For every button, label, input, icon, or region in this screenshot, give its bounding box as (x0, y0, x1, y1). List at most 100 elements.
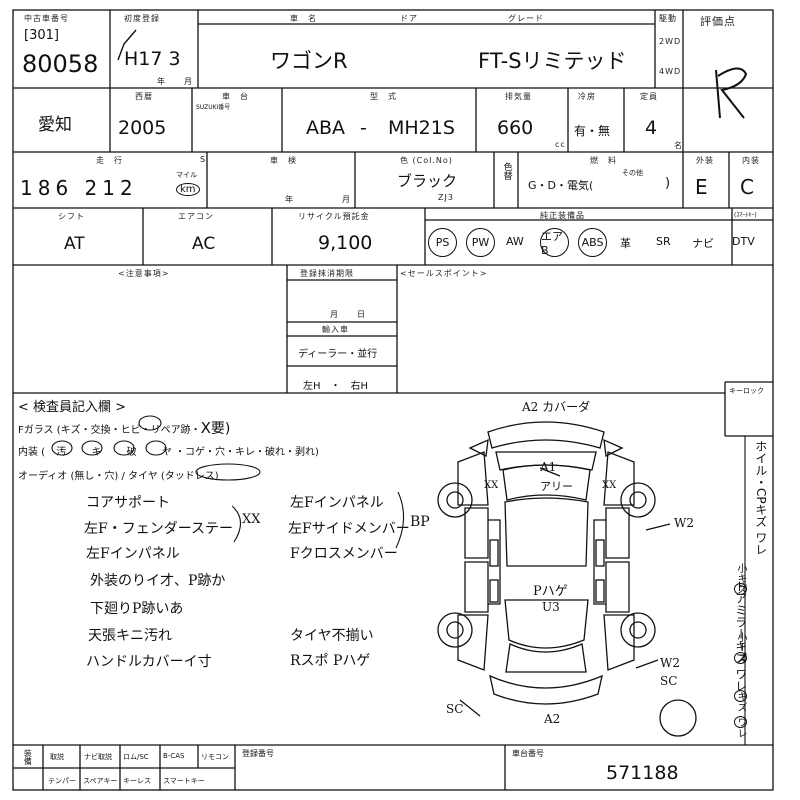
interior-item-2: キ (91, 447, 102, 458)
note-left-1: コアサポート (86, 495, 170, 511)
period-md: 月 日 (330, 310, 366, 319)
inspector-section-label: < 検査員記入欄 > (18, 400, 127, 415)
note-left-4: 外装のりイ才、P跡か (90, 573, 226, 589)
import-handle: 左H ・ 右H (303, 381, 369, 392)
sales-point-label: <セールスポイント> (400, 269, 488, 278)
drive-2wd: 2WD (659, 37, 682, 46)
register-label: 登録番号 (242, 749, 274, 758)
footer-bottom-4: スマートキー (163, 777, 205, 785)
car-diagram (437, 421, 697, 737)
equipment-item: ABS (578, 228, 607, 257)
capacity-unit: 名 (674, 141, 683, 150)
diagram-center-note-1: Pハゲ (533, 584, 568, 599)
ac-options: 有・無 (574, 124, 611, 138)
audio-circled: タッドレス (164, 471, 215, 482)
right-small-3-text: ズ (735, 702, 746, 712)
import-label: 輸入車 (322, 325, 349, 334)
score-label: 評価点 (700, 15, 736, 28)
footer-bottom-1: テンパー (48, 777, 76, 785)
exterior-label: 外装 (696, 156, 714, 165)
right-small-1-circled: ズ (734, 583, 747, 595)
type-code: MH21S (388, 117, 455, 139)
diagram-left-xx: XX (484, 480, 499, 491)
right-small-3-circled: キ (734, 690, 747, 702)
glass-rest: ・ヒビ・リペア跡・ (110, 425, 201, 436)
audio-line-label: オーディオ (無し・穴) / タイヤ ( (18, 471, 165, 482)
equipment-item: 革 (620, 237, 631, 250)
inspection-month-unit: 月 (342, 195, 351, 204)
diagram-center-note-2: U3 (542, 600, 560, 614)
type-label: 型 式 (370, 92, 397, 101)
note-left-5: 下廻りP跡いあ (90, 601, 184, 617)
note-bottom-2: Rスポ Pハゲ (290, 653, 371, 669)
diagram-roof-note-1: A1 (540, 460, 557, 474)
interior-item-4: ヤ (161, 447, 172, 458)
right-col-2: ドアミラーキズ ワレ (733, 580, 748, 692)
aircon-value: AC (192, 234, 216, 254)
exterior-value: E (695, 175, 708, 199)
diagram-right-note: W2 (674, 516, 694, 530)
model-value: ワゴンR (270, 49, 348, 73)
note-mid-3: Fクロスメンバー (290, 546, 398, 562)
cc-label: 排気量 (505, 92, 532, 101)
drive-label: 駆動 (659, 14, 677, 23)
note-mid-2: 左Fサイドメンバー (288, 521, 410, 537)
fuel-options: G・D・電気( (528, 179, 594, 192)
footer-top-2: ナビ取説 (84, 753, 112, 761)
interior-item-1: 汚 (56, 447, 67, 458)
glass-line: Fガラス (キズ・交換・ヒビ・リペア跡・X要) (18, 418, 230, 438)
import-dealer: ディーラー・並行 (298, 349, 378, 360)
interior-label: 内装 (742, 156, 760, 165)
equipment-item: エアB (540, 228, 569, 257)
fuel-close: ) (665, 176, 671, 191)
note-left-7: ハンドルカバーイ寸 (86, 654, 212, 670)
chassis-label: 車 台 (222, 92, 249, 101)
type-prefix: ABA (306, 117, 346, 139)
equipment-item: PW (466, 228, 495, 257)
equipment-item: ナビ (692, 237, 714, 250)
chassis-sub: SUZUKI番号 (196, 104, 231, 111)
footer-top-4: B-CAS (163, 752, 185, 760)
equipment-item: PS (428, 228, 457, 257)
area-value: 愛知 (38, 115, 72, 135)
capacity-value: 4 (645, 117, 658, 139)
recycle-label: リサイクル預託金 (298, 212, 370, 221)
color-code: ZJ3 (438, 193, 454, 202)
equipment-item: AW (506, 235, 524, 248)
diagram-left-low-note: SC (446, 702, 464, 716)
right-small-1-text: 小キ (735, 563, 746, 583)
right-small-4-text: レ (735, 728, 746, 738)
footer-top-1: 取説 (50, 753, 64, 761)
right-small-2: 小ーズ (733, 632, 747, 664)
note-left-3: 左Fインパネル (86, 546, 180, 562)
fuel-label: 燃 料 (590, 156, 617, 165)
aircon-label: エアコン (178, 212, 214, 221)
interior-line-prefix: 内装 ( (18, 447, 46, 458)
note-mid-1: 左Fインパネル (290, 495, 384, 511)
footer-bottom-2: スペアキー (83, 777, 118, 785)
inspection-year-unit: 年 (285, 195, 294, 204)
right-small-2-circled: ズ (734, 652, 747, 664)
model-label: 車 名 (290, 14, 317, 23)
right-small-4-circled: ワ (734, 716, 747, 728)
interior-item-3: 破 (126, 447, 137, 458)
equipment-item: DTV (732, 235, 755, 248)
equip-label: 純正装備品 (540, 211, 585, 220)
glass-need: 要) (210, 421, 231, 437)
year-value: 2005 (118, 117, 167, 139)
diagram-top-note: A2 カバーダ (522, 400, 591, 414)
right-small-3: キズ (733, 690, 747, 712)
footer-top-3: ロム/SC (123, 753, 149, 761)
diagram-bottom-note: A2 (544, 712, 561, 726)
ac-label: 冷房 (578, 92, 596, 101)
diagram-right-low-note-2: SC (660, 674, 678, 688)
lot-number: 80058 (22, 50, 99, 78)
mileage-unit: km (176, 183, 200, 196)
diagram-right-xx: XX (602, 480, 617, 491)
chassis-no-label: 車台番号 (512, 749, 544, 758)
year-label: 西暦 (135, 92, 153, 101)
period-label: 登録抹消期限 (300, 269, 354, 278)
color-label: 色 (Col.No) (400, 156, 453, 165)
drive-4wd: 4WD (659, 67, 682, 76)
